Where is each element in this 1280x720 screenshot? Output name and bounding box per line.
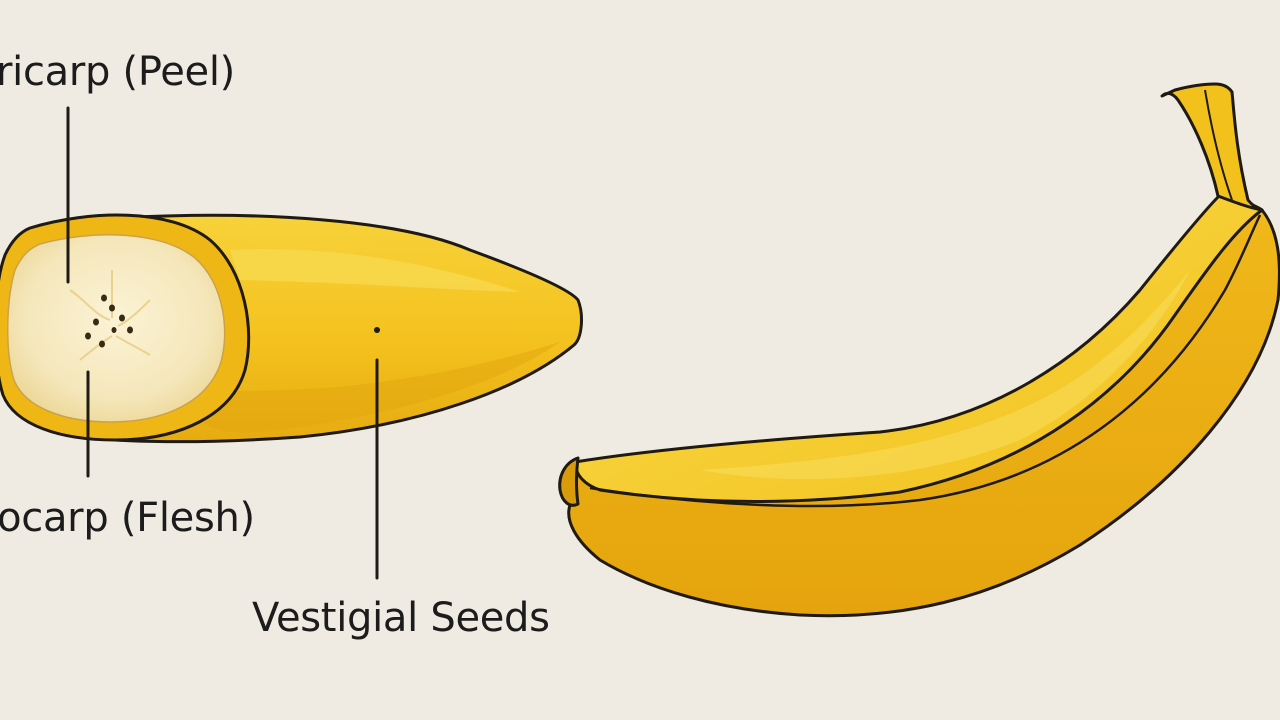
cut-banana-highlight <box>230 249 520 292</box>
seed-dot <box>109 304 115 312</box>
seed-dot <box>111 327 117 333</box>
vestigial-seeds-label: Vestigial Seeds <box>252 595 550 641</box>
cut-banana-shadow <box>200 342 560 433</box>
seed-cluster <box>85 294 133 348</box>
seed-dot <box>101 294 107 302</box>
seed-dot <box>85 332 91 340</box>
seed-dot <box>93 318 99 326</box>
banana-stem-ridge <box>1204 89 1233 201</box>
seed-dot <box>127 326 133 334</box>
whole-banana <box>558 82 1280 618</box>
banana-stem <box>1160 82 1264 212</box>
banana-ridge-line <box>589 214 1262 508</box>
seed-dot <box>99 340 105 348</box>
seeds-marker-dot <box>374 327 380 333</box>
pericarp-label: ricarp (Peel) <box>0 49 235 95</box>
seed-dot <box>119 314 125 322</box>
flesh-texture <box>69 270 151 361</box>
leader-lines <box>66 106 380 580</box>
flesh-cross-section <box>6 234 226 423</box>
endocarp-label: docarp (Flesh) <box>0 495 255 541</box>
cut-banana <box>0 213 583 444</box>
banana-tip <box>558 456 580 507</box>
banana-highlight <box>700 270 1190 480</box>
